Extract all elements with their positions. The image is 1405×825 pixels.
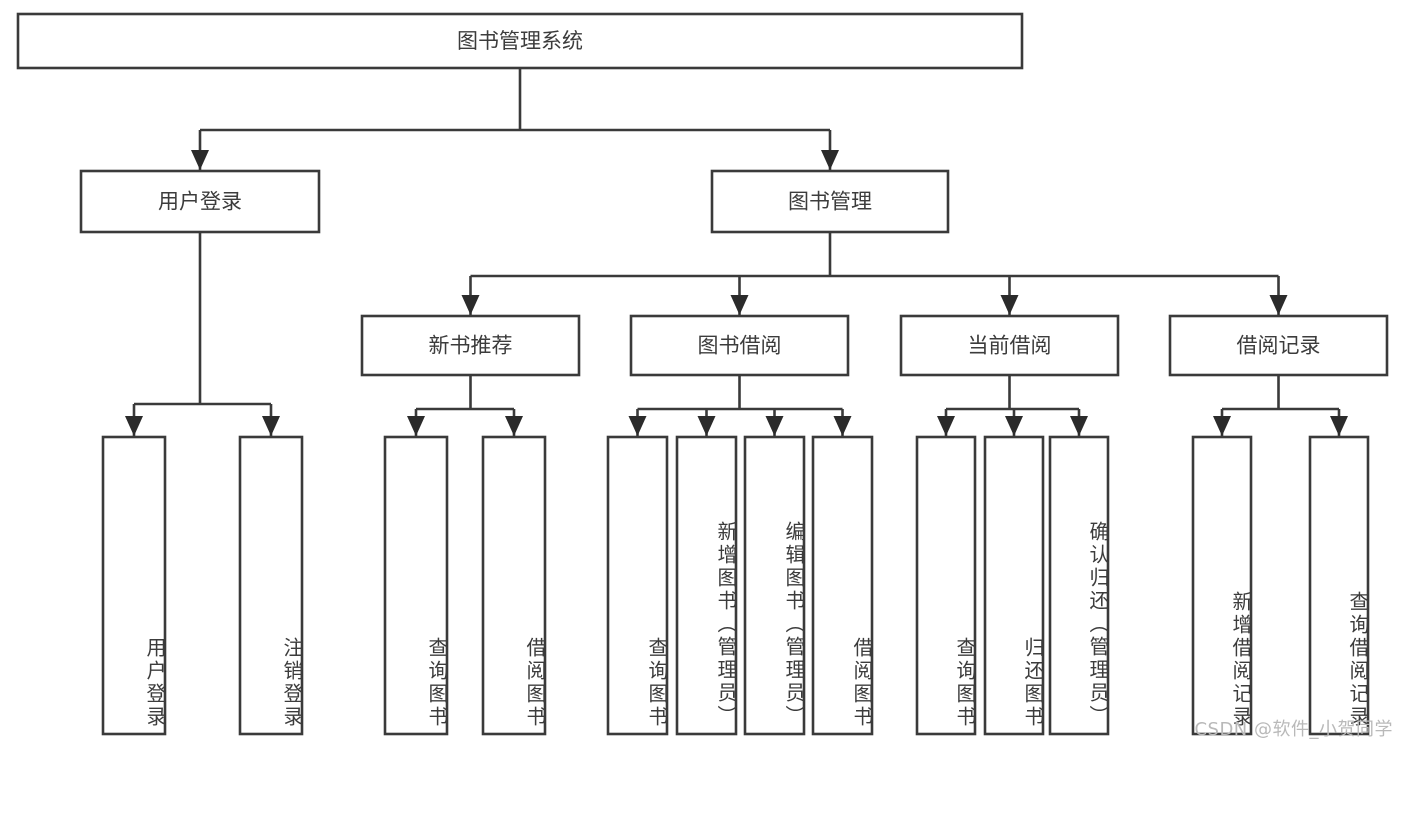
node-box-leaf-confirm-return[interactable]	[1048, 435, 1110, 736]
node-box-leaf-add-book[interactable]	[675, 435, 738, 736]
node-box-root[interactable]	[16, 12, 1024, 70]
node-box-leaf-return-book[interactable]	[983, 435, 1045, 736]
arrow-head-leaf-add-record	[1213, 416, 1231, 436]
connector-layer	[125, 68, 1348, 436]
arrow-head-leaf-borrow-book-1	[505, 416, 523, 436]
node-box-leaf-borrow-book-2[interactable]	[811, 435, 874, 736]
node-box-leaf-query-book-2[interactable]	[606, 435, 669, 736]
node-label-root: 图书管理系统	[457, 29, 583, 53]
node-box-leaf-query-record[interactable]	[1308, 435, 1370, 736]
arrow-head-leaf-edit-book	[765, 416, 784, 436]
node-label-book-manage: 图书管理	[788, 190, 872, 214]
node-box-leaf-query-book-1[interactable]	[383, 435, 449, 736]
arrow-head-leaf-query-record	[1330, 416, 1348, 436]
diagram-canvas-container: 图书管理系统用户登录图书管理新书推荐图书借阅当前借阅借阅记录 用户登录注销登录查…	[16, 12, 1393, 740]
node-box-leaf-query-book-3[interactable]	[915, 435, 977, 736]
node-label-new-book-recommend: 新书推荐	[429, 334, 513, 358]
node-box-book-borrow[interactable]	[629, 314, 850, 377]
arrow-head-user-login	[191, 150, 209, 170]
arrow-head-current-borrow	[1000, 295, 1019, 315]
arrow-head-leaf-borrow-book-2	[833, 416, 852, 436]
node-label-user-login: 用户登录	[158, 190, 242, 214]
arrow-head-leaf-query-book-3	[937, 416, 955, 436]
node-box-current-borrow[interactable]	[899, 314, 1120, 377]
node-box-leaf-edit-book[interactable]	[743, 435, 806, 736]
arrow-head-leaf-return-book	[1005, 416, 1023, 436]
node-box-new-book-recommend[interactable]	[360, 314, 581, 377]
arrow-head-leaf-user-login	[125, 416, 143, 436]
arrow-head-leaf-logout	[262, 416, 280, 436]
node-box-leaf-user-login[interactable]	[101, 435, 167, 736]
arrow-head-leaf-add-book	[697, 416, 716, 436]
node-box-leaf-add-record[interactable]	[1191, 435, 1253, 736]
arrow-head-borrow-record	[1269, 295, 1288, 315]
node-box-user-login[interactable]	[79, 169, 321, 234]
arrow-head-book-borrow	[730, 295, 749, 315]
arrow-head-new-book-recommend	[461, 295, 480, 315]
arrow-head-leaf-confirm-return	[1070, 416, 1088, 436]
node-label-current-borrow: 当前借阅	[968, 334, 1052, 358]
box-layer	[16, 12, 1389, 736]
node-box-book-manage[interactable]	[710, 169, 950, 234]
node-label-book-borrow: 图书借阅	[698, 334, 782, 358]
node-box-borrow-record[interactable]	[1168, 314, 1389, 377]
watermark-text: CSDN @软件_小贺同学	[1194, 719, 1393, 740]
node-label-borrow-record: 借阅记录	[1237, 334, 1321, 358]
arrow-head-leaf-query-book-2	[628, 416, 647, 436]
arrow-head-book-manage	[821, 150, 839, 170]
node-box-leaf-borrow-book-1[interactable]	[481, 435, 547, 736]
node-box-leaf-logout[interactable]	[238, 435, 304, 736]
arrow-head-leaf-query-book-1	[407, 416, 425, 436]
